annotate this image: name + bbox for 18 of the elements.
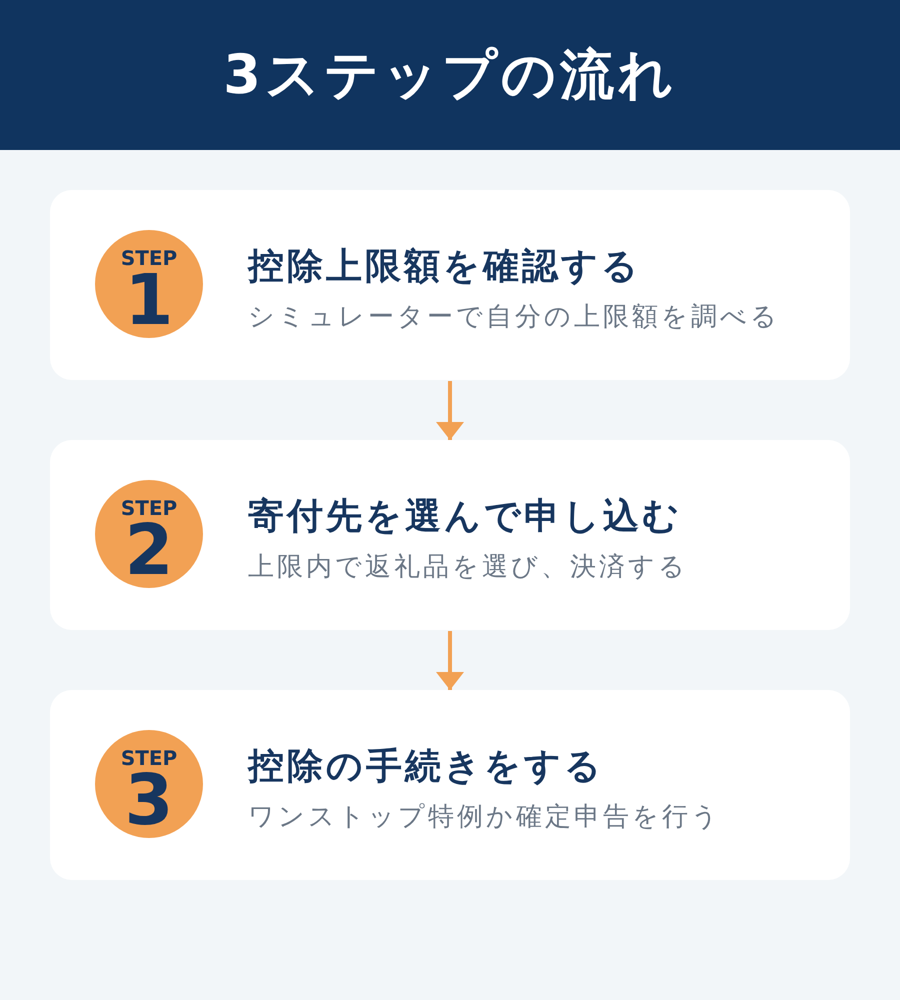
arrow [436, 381, 464, 440]
step-number: 2 [124, 522, 174, 578]
step-title: 寄付先を選んで申し込む [248, 497, 682, 537]
step-card [50, 190, 850, 380]
step-description: ワンストップ特例か確定申告を行う [248, 802, 721, 832]
step-title: 控除の手続きをする [248, 747, 604, 787]
step-label: STEP [120, 498, 178, 518]
step-number: 3 [124, 772, 174, 828]
step-number: 1 [124, 272, 174, 328]
step-label: STEP [120, 248, 178, 268]
step-label: STEP [120, 748, 178, 768]
step-description: 上限内で返礼品を選び、決済する [248, 552, 688, 582]
arrow [436, 631, 464, 690]
title: 3ステップの流れ [223, 47, 677, 103]
step-card [50, 440, 850, 630]
step-card [50, 690, 850, 880]
step-description: シミュレーターで自分の上限額を調べる [248, 302, 780, 332]
step-title: 控除上限額を確認する [248, 247, 641, 287]
